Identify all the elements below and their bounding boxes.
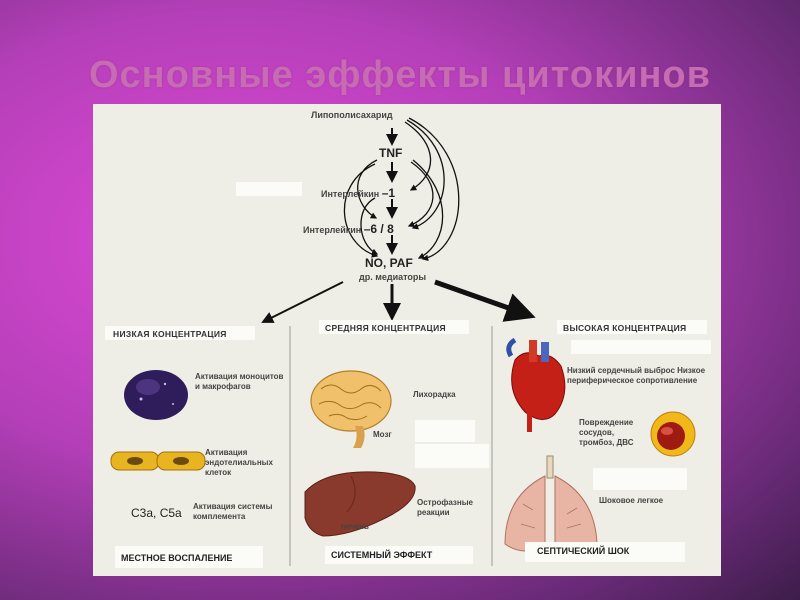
lps-label: Липополисахарид — [311, 110, 393, 120]
il1-label: Интерлейкин –1 — [321, 186, 395, 200]
no-paf-label: NO, PAF — [365, 256, 413, 270]
shock-lung-label: Шоковое легкое — [599, 496, 664, 505]
endothelial-cells-image — [110, 451, 206, 471]
brain-label: Мозг — [373, 430, 392, 439]
systemic-effect-label: СИСТЕМНЫЙ ЭФФЕКТ — [331, 550, 433, 560]
heart-image — [506, 337, 711, 432]
c3a-label: C3a, — [131, 506, 157, 520]
brain-image — [310, 370, 475, 448]
column-dividers — [289, 326, 493, 566]
low-concentration-header: НИЗКАЯ КОНЦЕНТРАЦИЯ — [113, 329, 227, 339]
septic-shock-label: СЕПТИЧЕСКИЙ ШОК — [537, 546, 630, 556]
vessel-damage-label: Повреждение сосудов, тромбоз, ДВС — [579, 418, 634, 447]
c5a-label: C5a — [159, 506, 182, 520]
endothelial-activation-label: Активация эндотелиальных клеток — [205, 448, 273, 477]
il68-prefix: Интерлейкин — [303, 225, 362, 235]
fever-label: Лихорадка — [413, 390, 456, 399]
il68-label: Интерлейкин –6 / 8 — [303, 222, 394, 236]
complement-activation-label: Активация системы комплемента — [193, 502, 273, 521]
vessel-image — [650, 411, 696, 457]
curved-arrows-left — [343, 159, 379, 258]
diagram-panel: Липополисахарид TNF Интерлейкин –1 Интер… — [93, 104, 721, 576]
slide-title: Основные эффекты цитокинов — [88, 54, 711, 96]
curved-arrows-right — [404, 117, 460, 262]
il1-number: –1 — [381, 186, 396, 200]
il68-number: –6 / 8 — [363, 222, 394, 236]
other-mediators-label: др. медиаторы — [359, 272, 427, 282]
liver-image — [304, 444, 489, 537]
acute-phase-label: Острофазные реакции — [417, 498, 473, 517]
complement-symbols: C3a, C5a — [131, 506, 182, 520]
local-inflammation-label: МЕСТНОЕ ВОСПАЛЕНИЕ — [121, 553, 233, 563]
diagram-graphics — [105, 117, 711, 568]
monocyte-image — [124, 370, 188, 420]
cardiac-effects-label: Низкий сердечный выброс Низкое периферич… — [567, 366, 706, 385]
monocyte-activation-label: Активация моноцитов и макрофагов — [195, 372, 284, 391]
high-concentration-header: ВЫСОКАЯ КОНЦЕНТРАЦИЯ — [563, 323, 687, 333]
liver-label: печень — [341, 522, 369, 531]
branch-arrows — [261, 279, 536, 323]
lungs-image — [504, 455, 687, 552]
il1-prefix: Интерлейкин — [321, 189, 380, 199]
tnf-label: TNF — [379, 146, 403, 160]
medium-concentration-header: СРЕДНЯЯ КОНЦЕНТРАЦИЯ — [325, 323, 446, 333]
mask-block — [236, 182, 302, 196]
